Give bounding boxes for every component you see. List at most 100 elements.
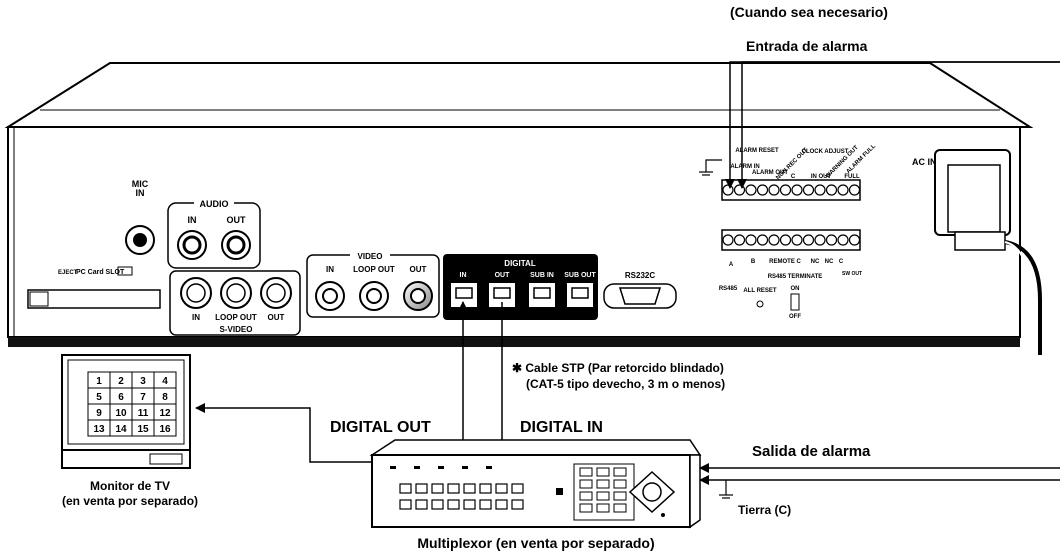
full-label: FULL [844,174,860,180]
mic-in-label: IN [136,188,145,198]
alarm-out-label: ALARM OUT [752,170,788,176]
grid-cell-number: 3 [140,376,146,387]
terminal-screw [779,234,792,246]
terminal-screw [768,234,780,246]
grid-cell-number: 8 [162,392,168,403]
grid-cell-number: 5 [96,392,102,403]
grid-cell-number: 6 [118,392,124,403]
mux-button [479,499,492,510]
pc-card-slot: EJECT PC Card SLOT [27,266,161,309]
grid-cell-number: 1 [96,376,102,387]
monitor-cable [195,403,372,463]
ground-symbol [699,159,722,176]
alarm-input-wire [725,61,1060,189]
terminal-screw [825,234,838,246]
mux-button [463,499,476,510]
audio-out-label: OUT [227,215,247,225]
terminal-screw [814,184,826,196]
mux-key [613,491,627,501]
c-label-top: C [791,174,796,180]
alarm-in-label: ALARM IN [730,164,759,170]
mux-key [579,491,593,501]
mux-button [495,483,508,494]
remote-c-label: REMOTE C [769,259,801,265]
cable-label-2: (CAT-5 tipo devecho, 3 m o menos) [526,377,725,391]
ac-in-label: AC IN ~ [912,157,944,167]
salida-alarma-label: Salida de alarma [752,443,871,460]
mux-indicator [556,488,563,495]
sw-out-label: SW OUT [842,271,862,277]
digital-out-port-label: OUT [495,272,511,279]
terminal-screw [837,184,849,196]
nc-label-2: NC [825,259,834,265]
mux-key [613,503,627,513]
mux-led [462,466,468,469]
in-out-label: IN OUT [811,174,832,180]
svideo-label: S-VIDEO [220,325,253,334]
grid-cell-number: 7 [140,392,146,403]
grid-cell-number: 13 [93,424,105,435]
mux-button [399,483,412,494]
alarm-reset-label: ALARM RESET [735,148,779,154]
digital-cables [458,301,507,455]
mux-button [447,499,460,510]
svideo-in-label: IN [192,313,200,322]
rs232c-label: RS232C [625,271,655,280]
clock-adjust-label: CLOCK ADJUST [802,149,849,155]
terminal-screw [848,234,861,246]
sub-out-label: SUB OUT [564,272,596,279]
svideo-loop-label: LOOP OUT [215,313,257,322]
on-label: ON [791,286,800,292]
terminal-screw [745,234,757,246]
sub-in-label: SUB IN [530,272,554,279]
grid-cell-number: 4 [162,376,168,387]
terminal-screw [722,184,734,196]
mux-button [495,499,508,510]
video-label: VIDEO [358,252,383,261]
monitor-label: Monitor de TV [90,479,170,493]
mic-label: MIC [132,179,149,189]
multiplexor [369,439,702,529]
terminal-screw [722,234,734,246]
cable-label-1: ✱ Cable STP (Par retorcido blindado) [512,361,724,375]
terminal-screw [791,184,803,196]
rs485-label: RS485 [719,286,738,292]
mux-key [596,503,610,513]
mux-button [479,483,492,494]
grid-cell-number: 15 [137,424,149,435]
terminal-screw [745,184,757,196]
terminal-screw [814,234,826,246]
terminal-screw [825,184,838,196]
grid-cell-number: 12 [159,408,171,419]
video-jacks: VIDEO IN LOOP OUT OUT [306,249,440,318]
terminal-screw [733,184,746,196]
grid-cell-number: 2 [118,376,124,387]
mux-led [414,466,420,469]
multiplexor-label: Multiplexor (en venta por separado) [417,535,654,551]
grid-cell-number: 14 [115,424,127,435]
audio-jacks: AUDIO IN OUT [167,197,261,269]
digital-out-label: DIGITAL OUT [330,419,431,436]
terminal-screw [779,184,792,196]
terminal-screw [802,184,815,196]
b-label: B [751,259,756,265]
nc-label-1: NC [811,259,820,265]
mux-button [463,483,476,494]
mux-key [579,467,593,477]
mux-button [415,499,428,510]
mux-button [415,483,428,494]
rs232c-port: RS232C [603,271,677,309]
terminal-screw [756,184,769,196]
terminal-screw [756,234,769,246]
grid-cell-number: 10 [115,408,127,419]
mux-led [486,466,492,469]
alarm-output-wire [699,463,1060,499]
eject-label: EJECT [58,270,78,276]
digital-in-label: DIGITAL IN [520,419,603,436]
rs485-terminate-label: RS485 TERMINATE [768,274,823,280]
all-reset-label: ALL RESET [743,288,777,294]
terminal-screw [791,234,803,246]
terminal-screw [837,234,849,246]
